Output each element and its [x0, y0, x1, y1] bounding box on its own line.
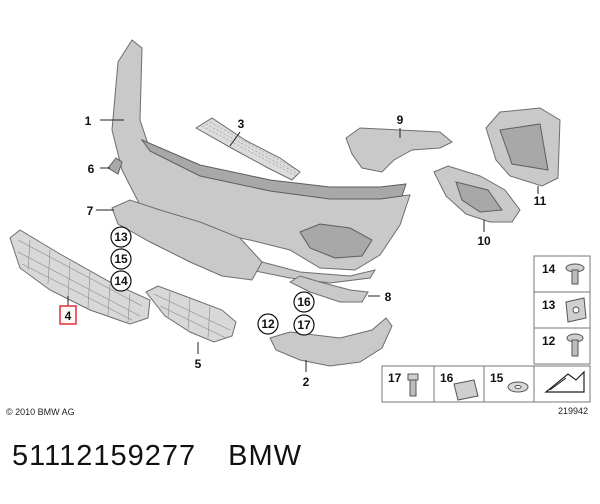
part-number: 51112159277: [12, 440, 197, 472]
callout-10: 10: [477, 234, 491, 248]
callout-9: 9: [397, 113, 404, 127]
washer-icon: [507, 381, 529, 393]
brake-air-duct-part-11: [485, 107, 561, 187]
circled-callout-14: 14: [114, 274, 128, 288]
legend-item-17: 17: [388, 371, 402, 385]
clip-part-6: [107, 157, 123, 175]
side-mesh-grille: [145, 285, 237, 343]
bolt-icon: [407, 373, 419, 397]
callout-6: 6: [88, 162, 95, 176]
air-duct-part-9: [345, 127, 453, 173]
copyright-text: © 2010 BMW AG: [6, 407, 75, 417]
diagram-number: 219942: [558, 406, 588, 416]
legend-item-13: 13: [542, 298, 556, 312]
callout-8: 8: [385, 290, 392, 304]
center-mesh-grille: [9, 229, 151, 325]
callout-2: 2: [303, 375, 310, 389]
legend-item-15: 15: [490, 371, 504, 385]
circled-callout-13: 13: [114, 230, 128, 244]
direction-arrow-icon: [544, 370, 585, 393]
lower-deflector: [111, 199, 263, 281]
trim-strip-part-8: [288, 275, 369, 303]
callout-1: 1: [85, 114, 92, 128]
callout-5: 5: [195, 357, 202, 371]
clip-nut-icon: [453, 379, 479, 401]
air-guide-part-10: [433, 165, 521, 223]
spring-nut-icon: [565, 297, 587, 323]
callout-4: 4: [65, 309, 72, 323]
circled-callout-15: 15: [114, 252, 128, 266]
brand-name: BMW: [228, 440, 302, 472]
fastener-legend-row: 17 16 15: [381, 365, 591, 403]
part-caption: 51112159277 BMW: [12, 440, 302, 480]
legend-item-12: 12: [542, 334, 556, 348]
screw-icon: [566, 333, 584, 357]
circled-callouts: 13 15 14 16 17 12: [110, 226, 315, 336]
callout-4-highlight: 4: [59, 305, 77, 325]
fastener-legend-column: 14 13 12: [533, 255, 591, 365]
callout-11: 11: [534, 194, 547, 208]
push-rivet-icon: [565, 263, 585, 285]
callout-labels: 1 3 6 7 5 2 8 9 10 11: [85, 113, 547, 389]
lower-spoiler-lip: [269, 317, 393, 367]
legend-item-16: 16: [440, 371, 454, 385]
callout-7: 7: [87, 204, 94, 218]
callout-3: 3: [238, 117, 245, 131]
circled-callout-16: 16: [297, 295, 311, 309]
circled-callout-17: 17: [297, 318, 311, 332]
legend-item-14: 14: [542, 262, 556, 276]
upper-grille-strip: [195, 117, 301, 181]
circled-callout-12: 12: [261, 317, 275, 331]
